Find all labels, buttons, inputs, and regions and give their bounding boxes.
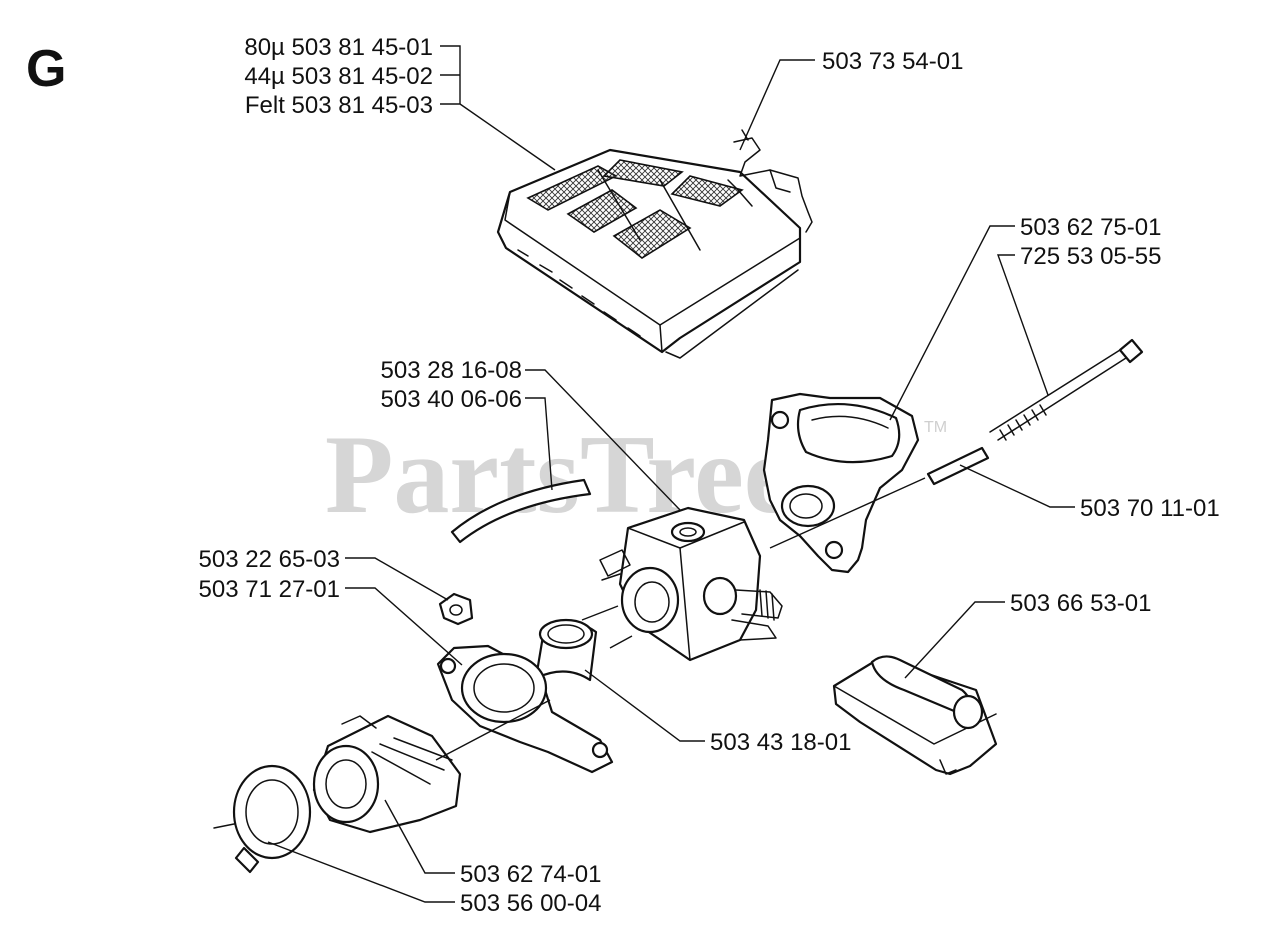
callout-air-filter-felt: Felt 503 81 45-03 [245,92,433,119]
watermark-trademark: TM [924,419,947,436]
air-filter-part [496,148,802,359]
flange-part [436,644,614,774]
callout-long-screw: 725 53 05-55 [1020,243,1161,270]
callout-nut: 503 22 65-03 [199,546,340,573]
callout-air-filter-44: 44µ 503 81 45-02 [244,63,433,90]
choke-part [832,655,998,776]
hose-clamp-part [213,764,312,874]
long-screw-part [989,338,1144,441]
callout-fuel-line-a: 503 28 16-08 [381,357,522,384]
callout-fuel-line-b: 503 40 06-06 [381,386,522,413]
callout-seal-ring: 503 43 18-01 [710,729,851,756]
nut-part [438,592,474,626]
callout-labels: 80µ 503 81 45-01 44µ 503 81 45-02 Felt 5… [199,34,1220,917]
seal-ring-part [534,618,598,682]
callout-hose-clamp: 503 56 00-04 [460,890,601,917]
callout-sleeve: 503 70 11-01 [1080,495,1220,522]
section-letter: G [26,40,66,98]
fuel-line-part [450,478,592,544]
intake-adapter-part [762,392,920,574]
callout-intake-boot: 503 62 74-01 [460,861,601,888]
leader-lines [267,45,1075,903]
bracket-part [733,129,813,233]
carburetor-part [599,506,783,662]
callout-intake-adapter: 503 62 75-01 [1020,214,1161,241]
callout-choke-part: 503 66 53-01 [1010,590,1151,617]
sleeve-part [926,446,990,486]
callout-bracket: 503 73 54-01 [822,48,963,75]
intake-boot-part [312,714,462,834]
callout-air-filter-80: 80µ 503 81 45-01 [244,34,433,61]
callout-flange: 503 71 27-01 [199,576,340,603]
